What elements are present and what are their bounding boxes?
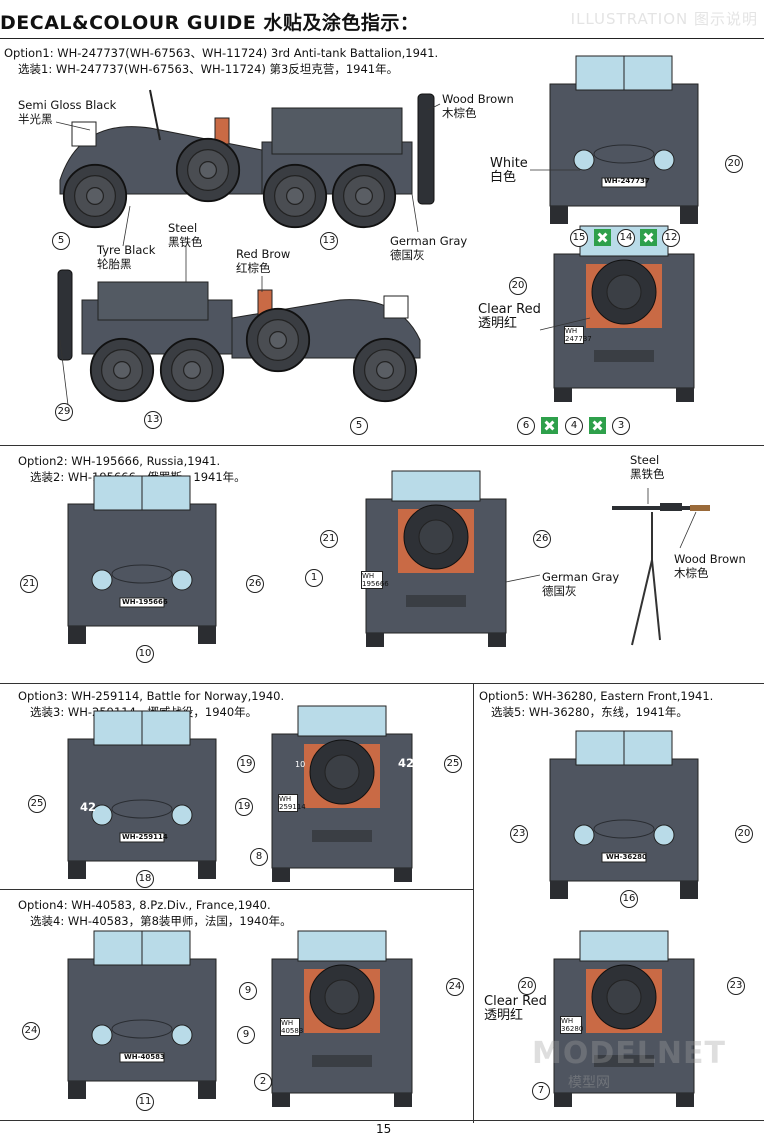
opt5-front-view bbox=[549, 730, 699, 900]
callout-10: 10 bbox=[136, 645, 154, 663]
option1-heading: Option1: WH-247737(WH-67563、WH-11724) 3r… bbox=[4, 46, 439, 76]
callout-5-bottom: 5 bbox=[350, 417, 368, 435]
green-decal-14 bbox=[640, 229, 657, 246]
callout-11: 11 bbox=[136, 1093, 154, 1111]
plate-opt4-front: WH-40583 bbox=[124, 1053, 165, 1061]
callout-25-front: 25 bbox=[28, 795, 46, 813]
callout-2: 2 bbox=[254, 1073, 272, 1091]
callout-20-rear: 20 bbox=[509, 277, 527, 295]
plate-opt5-rear: WH 36280 bbox=[560, 1016, 584, 1034]
watermark-logo: MODELNET bbox=[532, 1036, 726, 1071]
marking-42-front: 42 bbox=[80, 800, 97, 814]
option2-heading: Option2: WH-195666, Russia,1941. 选装2: WH… bbox=[18, 454, 246, 484]
plate-opt5-front: WH-36280 bbox=[606, 853, 647, 861]
callout-26-front: 26 bbox=[246, 575, 264, 593]
opt2-front-view bbox=[67, 475, 217, 645]
callout-20-front: 20 bbox=[725, 155, 743, 173]
opt4-front-view bbox=[67, 930, 217, 1100]
callout-20-rear-opt5: 20 bbox=[518, 977, 536, 995]
callout-12: 12 bbox=[662, 229, 680, 247]
mg34-tripod bbox=[612, 503, 710, 646]
callout-15: 15 bbox=[570, 229, 588, 247]
option4-heading: Option4: WH-40583, 8.Pz.Div., France,194… bbox=[18, 898, 292, 928]
callout-3: 3 bbox=[612, 417, 630, 435]
callout-29: 29 bbox=[55, 403, 73, 421]
callout-5-top: 5 bbox=[52, 232, 70, 250]
callout-21-rear: 21 bbox=[320, 530, 338, 548]
green-decal-4 bbox=[589, 417, 606, 434]
plate-opt1-front: WH-247737 bbox=[604, 177, 650, 185]
watermark-sub: 模型网 bbox=[568, 1075, 610, 1091]
callout-25-rear: 25 bbox=[444, 755, 462, 773]
page-number: 15 bbox=[376, 1122, 392, 1136]
divider-option4 bbox=[0, 889, 473, 890]
opt3-front-view bbox=[67, 710, 217, 880]
plate-opt4-rear: WH 40583 bbox=[280, 1018, 304, 1036]
divider-option3 bbox=[0, 683, 764, 684]
marking-10-rear: 10 bbox=[295, 760, 306, 769]
callout-8: 8 bbox=[250, 848, 268, 866]
callout-24-front: 24 bbox=[22, 1022, 40, 1040]
plate-opt2-front: WH-195666 bbox=[122, 598, 168, 606]
leader-lines bbox=[55, 103, 697, 583]
divider-option5 bbox=[473, 683, 474, 1123]
ghost-title: ILLUSTRATION 图示说明 bbox=[570, 10, 758, 28]
callout-21-front: 21 bbox=[20, 575, 38, 593]
option5-heading: Option5: WH-36280, Eastern Front,1941. 选… bbox=[479, 689, 714, 719]
divider-option2 bbox=[0, 445, 764, 446]
callout-23-front: 23 bbox=[510, 825, 528, 843]
callout-13-bottom: 13 bbox=[144, 411, 162, 429]
plate-opt1-rear: WH 247737 bbox=[564, 326, 592, 344]
plate-opt2-rear: WH 195666 bbox=[361, 571, 389, 589]
bottom-rule bbox=[0, 1120, 764, 1121]
callout-14: 14 bbox=[617, 229, 635, 247]
callout-6: 6 bbox=[517, 417, 535, 435]
opt1-rear-view bbox=[553, 225, 695, 403]
callout-18: 18 bbox=[136, 870, 154, 888]
callout-7: 7 bbox=[532, 1082, 550, 1100]
opt2-rear-view bbox=[365, 470, 507, 648]
callout-1: 1 bbox=[305, 569, 323, 587]
title-rule bbox=[0, 38, 764, 39]
callout-19-front: 19 bbox=[235, 798, 253, 816]
opt1-front-view bbox=[549, 55, 699, 225]
callout-24-rear: 24 bbox=[446, 978, 464, 996]
callout-16: 16 bbox=[620, 890, 638, 908]
plate-opt3-front: WH-259114 bbox=[122, 833, 168, 841]
marking-42-rear: 42 bbox=[398, 756, 415, 770]
callout-9-front: 9 bbox=[237, 1026, 255, 1044]
callout-20-front-opt5: 20 bbox=[735, 825, 753, 843]
callout-19-rear: 19 bbox=[237, 755, 255, 773]
green-decal-15 bbox=[594, 229, 611, 246]
green-decal-6 bbox=[541, 417, 558, 434]
opt1-side-view-left bbox=[57, 269, 421, 403]
callout-13-top: 13 bbox=[320, 232, 338, 250]
page-title: DECAL&COLOUR GUIDE 水贴及涂色指示： bbox=[0, 12, 420, 34]
callout-4: 4 bbox=[565, 417, 583, 435]
opt1-side-view-right bbox=[59, 89, 435, 229]
callout-26-rear: 26 bbox=[533, 530, 551, 548]
callout-9-rear: 9 bbox=[239, 982, 257, 1000]
plate-opt3-rear: WH 259114 bbox=[278, 794, 306, 812]
callout-23-rear: 23 bbox=[727, 977, 745, 995]
